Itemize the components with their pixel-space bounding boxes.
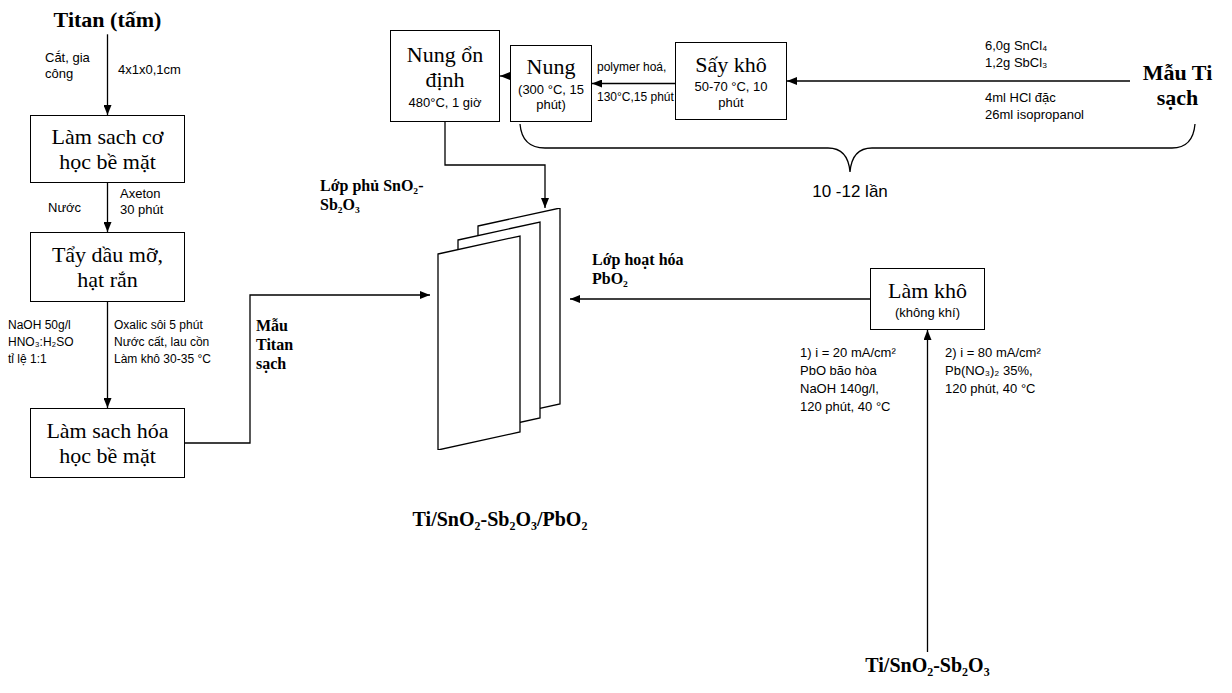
- condition-label: NaOH 140g/l,: [800, 381, 879, 397]
- node-title: Làm sach hóa học bề mặt: [37, 418, 178, 469]
- node-title: Mẫu Ti sạch: [1132, 60, 1223, 111]
- start-material: Ti/SnO₂-Sb₂O₃: [850, 652, 1005, 679]
- node-title: Ti/SnO₂-Sb₂O₃/PbO₂: [413, 508, 588, 531]
- flow-arrow: [592, 83, 675, 84]
- flow-arrow: [445, 122, 545, 208]
- condition-label: 120 phút, 40 °C: [945, 381, 1036, 397]
- process-box: Nung ổn định 480°C, 1 giờ: [390, 30, 500, 122]
- arrow-label: Lớp phủ SnO₂-Sb₂O₃: [320, 176, 432, 214]
- flow-arrow: [927, 330, 928, 652]
- condition-label: 4ml HCl đặc: [985, 90, 1056, 106]
- flow-arrow: [185, 295, 430, 443]
- condition-label: PbO bão hòa: [800, 363, 877, 379]
- condition-label: 10 -12 lần: [795, 182, 905, 202]
- condition-label: 2) i = 80 mA/cm²: [945, 345, 1041, 361]
- node-detail: 480°C, 1 giờ: [409, 95, 482, 111]
- flow-arrow: [570, 298, 870, 299]
- node-detail: (300 °C, 15 phút): [517, 82, 585, 113]
- node-title: Sấy khô: [695, 52, 767, 77]
- repeat-brace: [520, 124, 1195, 172]
- condition-label: 4x1x0,1cm: [118, 62, 181, 78]
- node-detail: (không khí): [895, 305, 960, 321]
- condition-label: NaOH 50g/l: [8, 318, 71, 332]
- node-title: Làm sach cơ học bề mặt: [37, 124, 178, 175]
- process-box: Sấy khô50-70 °C, 10 phút: [675, 42, 787, 120]
- condition-label: Pb(NO₃)₂ 35%,: [945, 363, 1033, 379]
- process-box: Làm khô (không khí): [870, 268, 985, 330]
- node-title: Tẩy dầu mỡ, hạt rắn: [37, 242, 178, 293]
- node-title: Làm khô: [888, 278, 967, 303]
- condition-label: Làm khô 30-35 °C: [114, 352, 211, 366]
- condition-label: Oxalic sôi 5 phút: [114, 318, 203, 332]
- process-box: Nung (300 °C, 15 phút): [510, 45, 592, 122]
- node-title: Nung ổn định: [397, 42, 493, 93]
- arrow-label: Mẫu Titan sạch: [256, 316, 308, 374]
- process-box: Làm sach cơ học bề mặt: [30, 115, 185, 183]
- node-title: Ti/SnO₂-Sb₂O₃: [865, 654, 989, 677]
- node-title: Titan (tấm): [54, 7, 162, 32]
- start-material: Titan (tấm): [30, 5, 185, 34]
- condition-label: 26ml isopropanol: [985, 107, 1084, 123]
- sheet-stack: [430, 208, 570, 450]
- flow-arrow: [107, 183, 108, 232]
- condition-label: HNO₃:H₂SO: [8, 335, 74, 349]
- condition-label: 6,0g SnCl₄: [985, 38, 1047, 54]
- condition-label: Axeton 30 phút: [120, 186, 175, 217]
- flow-arrow: [107, 302, 108, 408]
- flow-arrow: [500, 75, 510, 76]
- arrow-label: Lớp hoạt hóa PbO₂: [592, 250, 707, 288]
- process-box: Làm sach hóa học bề mặt: [30, 408, 185, 478]
- node-detail: 50-70 °C, 10 phút: [682, 79, 780, 110]
- condition-label: 1,2g SbCl₃: [985, 55, 1047, 71]
- node-title: Nung: [527, 54, 576, 79]
- start-material: Mẫu Ti sạch: [1130, 58, 1225, 113]
- condition-label: Cắt, gia công: [45, 50, 100, 81]
- titanium-sheet: [438, 236, 520, 450]
- condition-label: 130°C,15 phút: [597, 90, 674, 104]
- condition-label: 120 phút, 40 °C: [800, 399, 891, 415]
- condition-label: polymer hoá,: [597, 60, 666, 74]
- condition-label: 1) i = 20 mA/cm²: [800, 345, 896, 361]
- process-box: Tẩy dầu mỡ, hạt rắn: [30, 232, 185, 302]
- flow-arrow: [107, 34, 108, 115]
- condition-label: tỉ lệ 1:1: [8, 352, 47, 366]
- condition-label: Nước: [48, 200, 81, 216]
- electrode-stack: Ti/SnO₂-Sb₂O₃/PbO₂: [430, 208, 570, 450]
- condition-label: Nước cất, lau cồn: [114, 335, 209, 349]
- flow-arrow: [787, 80, 1130, 81]
